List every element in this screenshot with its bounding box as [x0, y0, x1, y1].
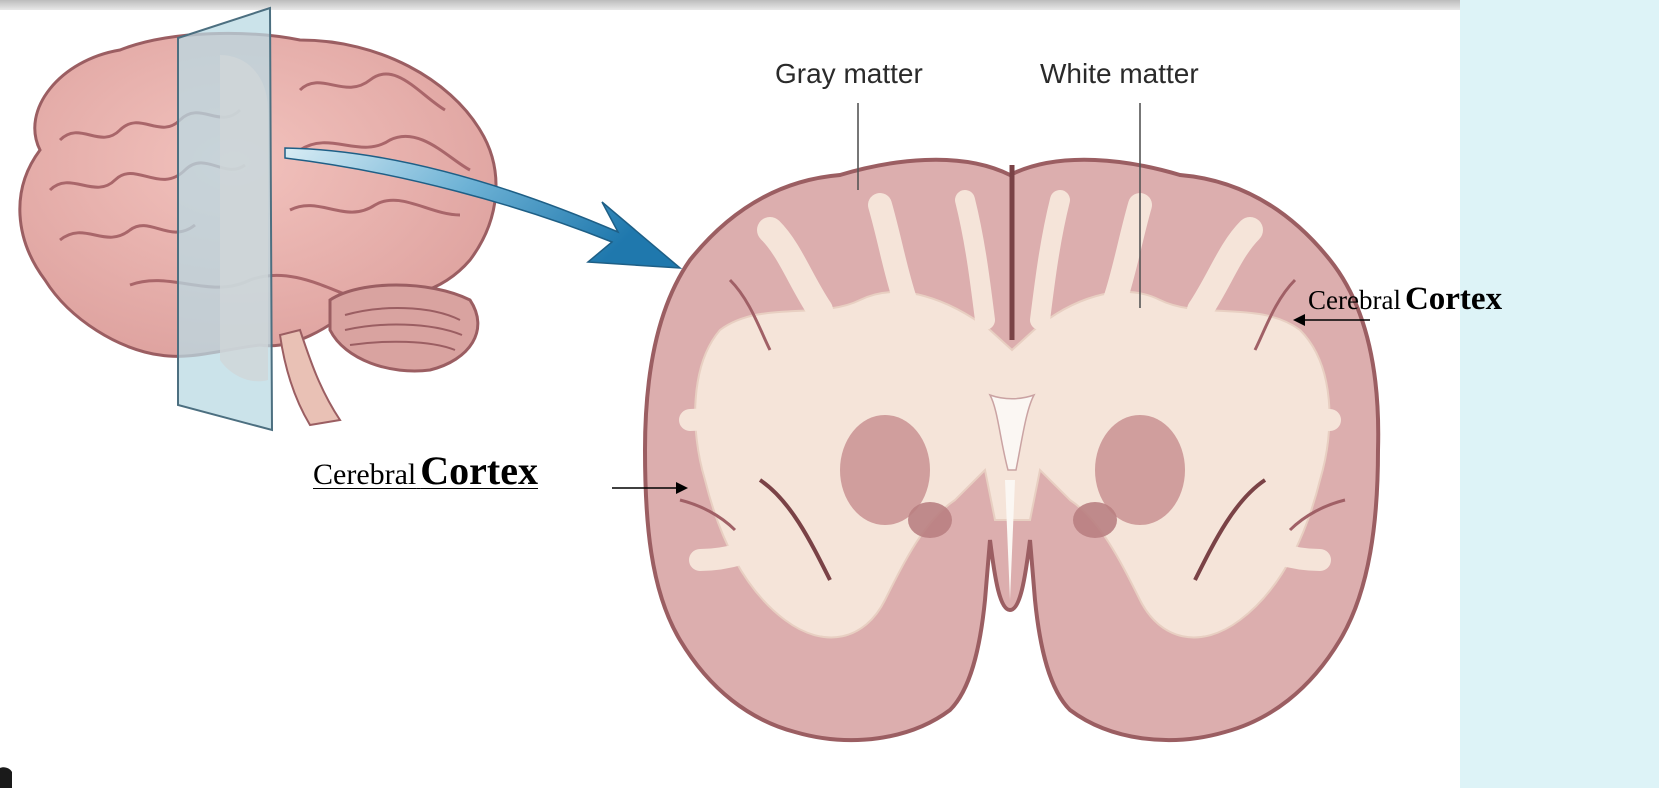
coronal-plane: [178, 8, 272, 430]
cortex-word: Cortex: [420, 448, 538, 493]
cerebral-cortex-label-right: Cerebral Cortex: [1308, 283, 1502, 316]
corner-glyph: [0, 767, 12, 788]
white-matter-label: White matter: [1040, 58, 1199, 90]
cortex-word: Cortex: [1405, 281, 1502, 317]
cerebral-word: Cerebral: [1308, 285, 1401, 315]
coronal-section: [645, 160, 1378, 740]
gray-matter-label: Gray matter: [775, 58, 923, 90]
cerebral-word: Cerebral: [313, 458, 416, 491]
cerebral-cortex-label-left: Cerebral Cortex: [313, 451, 538, 491]
